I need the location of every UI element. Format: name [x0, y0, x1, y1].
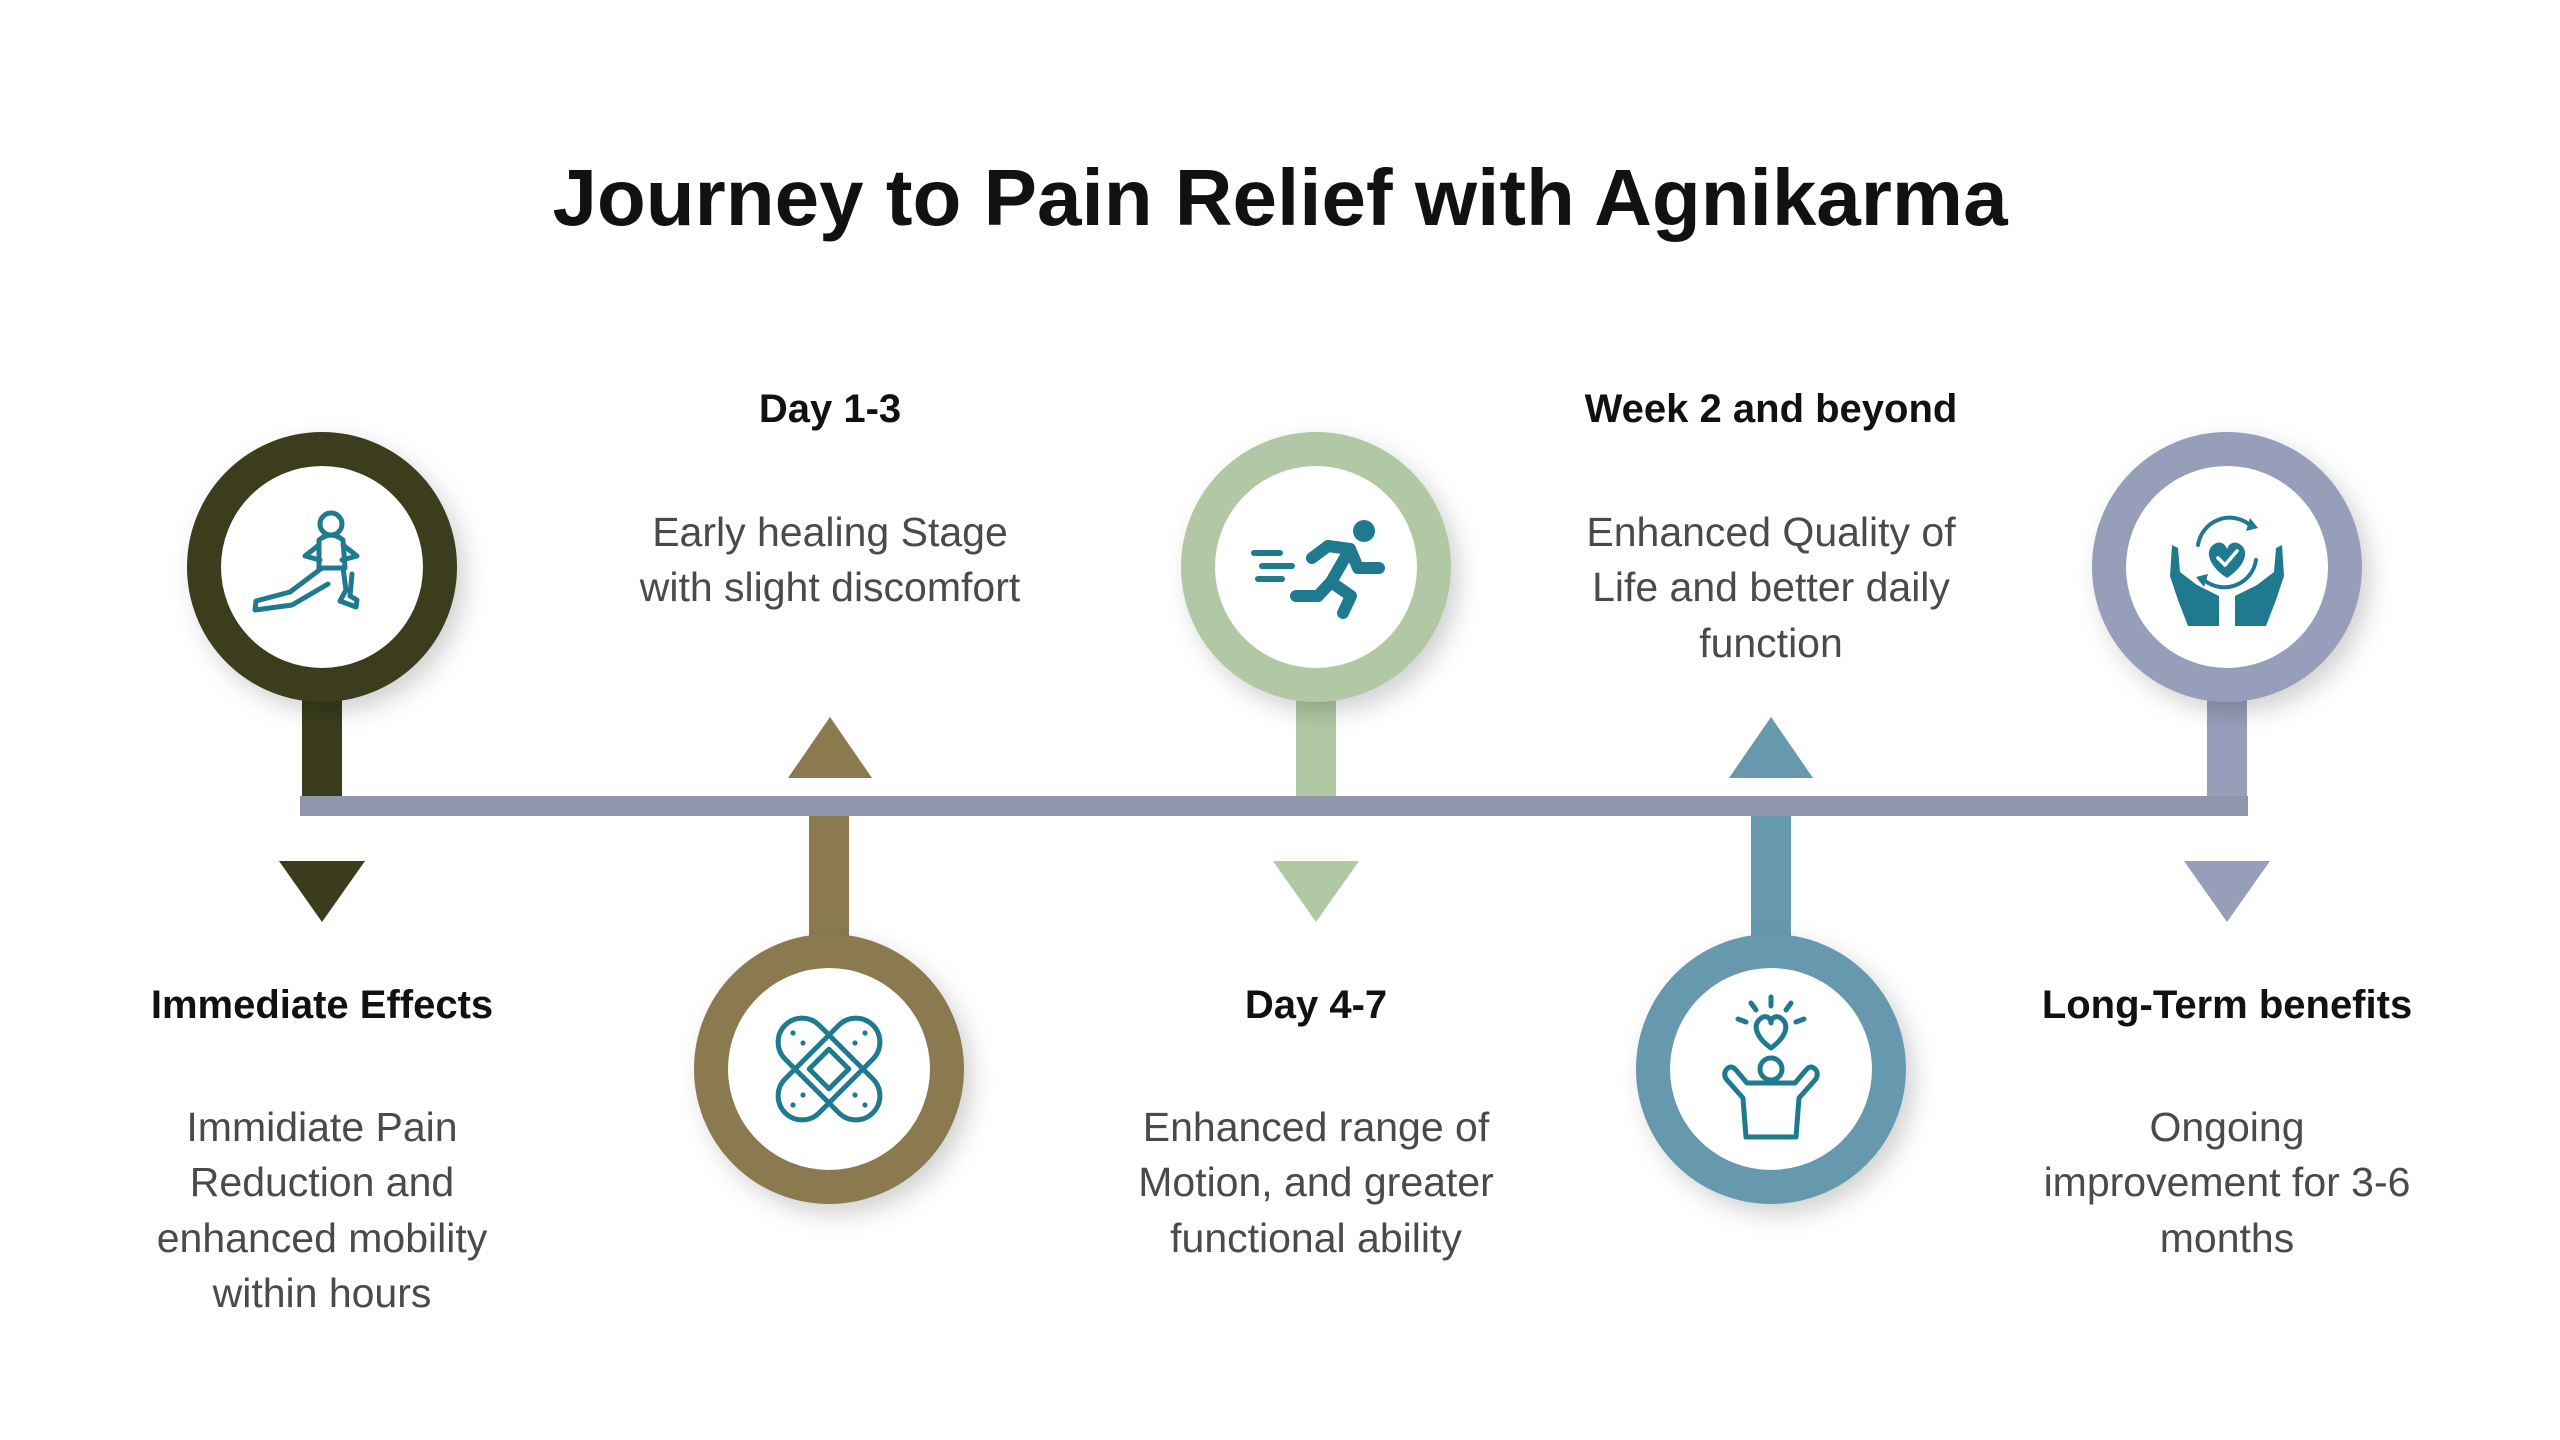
bandage-dots: [790, 1030, 868, 1108]
stage-5-title: Long-Term benefits: [2041, 983, 2413, 1027]
hands-heart-icon: [2170, 515, 2284, 626]
stage-4-marker: [1636, 810, 1906, 1204]
stage-3-arrow-down: [1273, 861, 1359, 922]
happy-person-heart-icon: [1722, 994, 1820, 1140]
stretching-person-icon: [252, 510, 360, 613]
stage-5-arrow-down: [2184, 861, 2270, 922]
stage-4-arrow-up: [1729, 717, 1813, 778]
stage-2-arrow-up: [788, 717, 872, 778]
bandage-icon: [775, 1015, 883, 1123]
stage-1-marker: [187, 432, 457, 810]
stage-5-description: Ongoing improvement for 3-6 months: [2043, 1104, 2411, 1261]
stage-2-description: Early healing Stage with slight discomfo…: [639, 509, 1021, 611]
stage-1-arrow-down: [279, 861, 365, 922]
stage-1-title: Immediate Effects: [150, 983, 494, 1027]
stage-4-ring: [1636, 934, 1906, 1204]
stage-3-marker: [1181, 432, 1451, 810]
stage-4-description: Enhanced Quality of Life and better dail…: [1586, 509, 1956, 666]
stage-5-marker: [2092, 432, 2362, 810]
running-person-icon: [1251, 520, 1385, 619]
stage-1-description: Immidiate Pain Reduction and enhanced mo…: [156, 1104, 488, 1317]
stage-3-description: Enhanced range of Motion, and greater fu…: [1138, 1104, 1494, 1261]
stage-2-title: Day 1-3: [758, 387, 902, 431]
timeline-line: [300, 796, 2248, 816]
stage-4-title: Week 2 and beyond: [1584, 387, 1958, 431]
stage-2-ring: [694, 934, 964, 1204]
stage-2-marker: [694, 810, 964, 1204]
stage-3-ring: [1181, 432, 1451, 702]
stage-3-title: Day 4-7: [1244, 983, 1388, 1027]
page-title: Journey to Pain Relief with Agnikarma: [552, 153, 2008, 242]
